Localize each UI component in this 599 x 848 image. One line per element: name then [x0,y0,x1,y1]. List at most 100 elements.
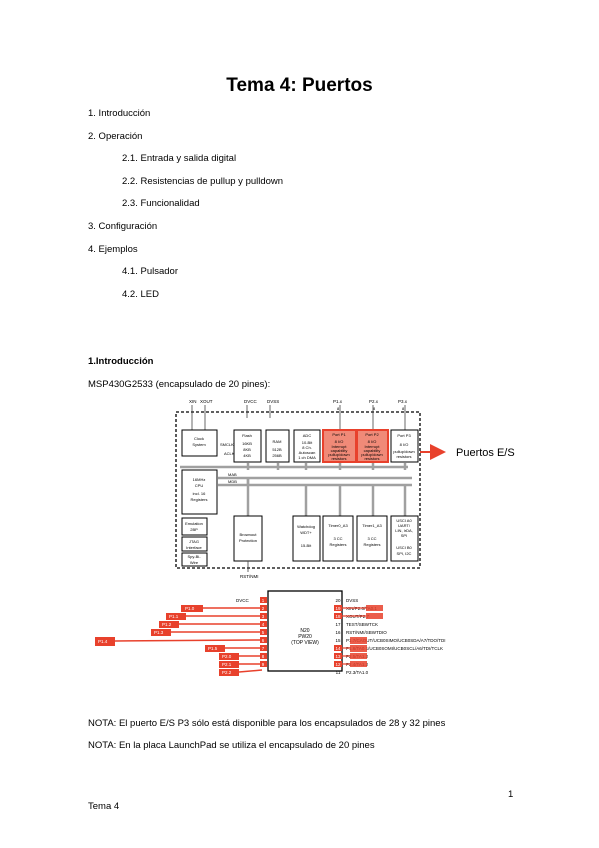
toc-item: 1. Introducción [88,108,151,119]
block-adc-line: 10-Bit [302,440,313,445]
pin-number: 18 [335,614,341,619]
block-emulation-line: Emulation [185,521,203,526]
block-ram-line: 512B [272,447,282,452]
pin-number: 14 [335,646,341,651]
pin-number: 8 [262,654,265,659]
block-flash-line: 8KB [243,447,251,452]
pin-label: DVCC [236,598,250,603]
block-sbw-line: Wire [190,560,199,565]
block-usci-line: USCI A0 [396,518,412,523]
block-timer0-line: Registers [330,542,347,547]
block-usci-line: USCI B0 [396,545,412,550]
block-ram-line: 256B [272,453,282,458]
pin-label: P2.3/TA1.0 [346,670,369,675]
toc-item: 2.3. Funcionalidad [122,198,200,209]
block-flash-line: 16KB [242,441,252,446]
page-title: Tema 4: Puertos [226,75,373,96]
pin-number: 20 [335,598,341,603]
block-p1-line: Interrupt [332,444,348,449]
note-launchpad: NOTA: En la placa LaunchPad se utiliza e… [88,740,375,751]
pin-number: 7 [262,646,265,651]
bus-label-mdb: MDB [228,479,237,484]
block-p1-line: 8 I/O [335,439,344,444]
signal-p2x: P2.x [369,399,379,404]
pin-number: 6 [262,638,265,643]
block-cpu-line: CPU [195,483,204,488]
toc-item: 2.2. Resistencias de pullup y pulldown [122,176,284,187]
pin-count-p3: 8 [402,406,405,411]
toc-item: 4. Ejemplos [88,244,138,255]
block-timer1-line: Timer1_A3 [362,523,382,528]
pin-label: P1.5 [208,646,218,651]
block-adc-line: Autoscan [299,450,316,455]
footer-text: Tema 4 [88,801,120,812]
block-p2-line: capability [364,448,381,453]
signal-p3x: P3.x [398,399,408,404]
block-timer1-line: Registers [364,542,381,547]
pin-number: 19 [335,606,341,611]
pin-number: 15 [335,638,341,643]
block-p2-line: Port P2 [365,432,379,437]
section-heading: 1.Introducción [88,356,154,367]
pin-number: 17 [335,622,341,627]
block-ram-line: RAM [273,439,282,444]
block-p1-line: capability [331,448,348,453]
chip-line: PW20 [298,634,312,640]
pin-label: P1.3 [154,630,164,635]
block-p3-line: Port P3 [397,433,411,438]
pin-label: P1.6/TA0.1/UCB0SOMI/UCB0SCL/A6/TDI/TCLK [346,646,443,651]
block-brownout-line: Brownout [240,532,258,537]
pin-label: P1.0 [185,606,195,611]
block-watchdog-line: Watchdog [297,524,315,529]
block-watchdog-line: 15-Bit [301,543,312,548]
pin-number: 1 [262,598,265,603]
block-flash-line: Flash [242,433,252,438]
pin-number: 16 [335,630,341,635]
pin-number: 12 [335,662,341,667]
pin-count-p1: 8 [337,406,340,411]
toc-item: 4.1. Pulsador [122,266,178,277]
block-p2-line: 8 I/O [368,439,377,444]
block-cpu-line: Registers [191,497,208,502]
bus-label-smclk: SMCLK [220,442,234,447]
chip-line: (TOP VIEW) [291,640,319,646]
block-brownout-line: Protection [239,538,257,543]
block-jtag-line: Interface [186,545,202,550]
pin-label: P1.1 [169,614,179,619]
toc-item: 3. Configuración [88,221,158,232]
pin-label: P1.4 [98,639,108,644]
signal-xin: XIN [189,399,197,404]
block-p3-line: resistors [396,454,411,459]
block-p1-line: Port P1 [332,432,346,437]
block-p2-line: Interrupt [365,444,381,449]
block-p3-line: 8 I/O [400,442,409,447]
block-usci-line: LIN, IrDA, [395,528,413,533]
signal-p1x: P1.x [333,399,343,404]
signal-dvcc: DVCC [244,399,258,404]
block-timer1-line: 3 CC [367,536,376,541]
block-timer0-line: 3 CC [333,536,342,541]
block-clock-line: System [192,442,206,447]
signal-rst-nmi: RST/NMI [240,574,259,579]
pin-number: 11 [336,670,341,675]
block-clock-line: Clock [194,436,204,441]
pin-label: DVSS [346,598,358,603]
bus-label-mab: MAB [228,472,237,477]
block-adc-line: ADC [303,433,312,438]
chip-line: N20 [300,628,309,634]
toc-item: 4.2. LED [122,289,159,300]
block-sbw-line: Spy-Bi- [187,554,201,559]
block-flash-line: 4KB [243,453,251,458]
note-p3: NOTA: El puerto E/S P3 sólo está disponi… [88,718,446,729]
block-adc-line: 1 ch DMA [298,455,316,460]
pin-number: 4 [262,622,265,627]
block-p2-line: pullup/down [361,452,382,457]
pin-label: RST/NMI/SBWTDIO [346,630,387,635]
signal-dvss: DVSS [267,399,279,404]
pin-number: 9 [262,662,265,667]
block-adc-line: 8 Ch. [302,445,312,450]
pin-label: P1.7/CAOUT/UCB0SIMO/UCB0SDA/A7/TDO/TDI [346,638,446,643]
pin-label: P1.2 [162,622,172,627]
